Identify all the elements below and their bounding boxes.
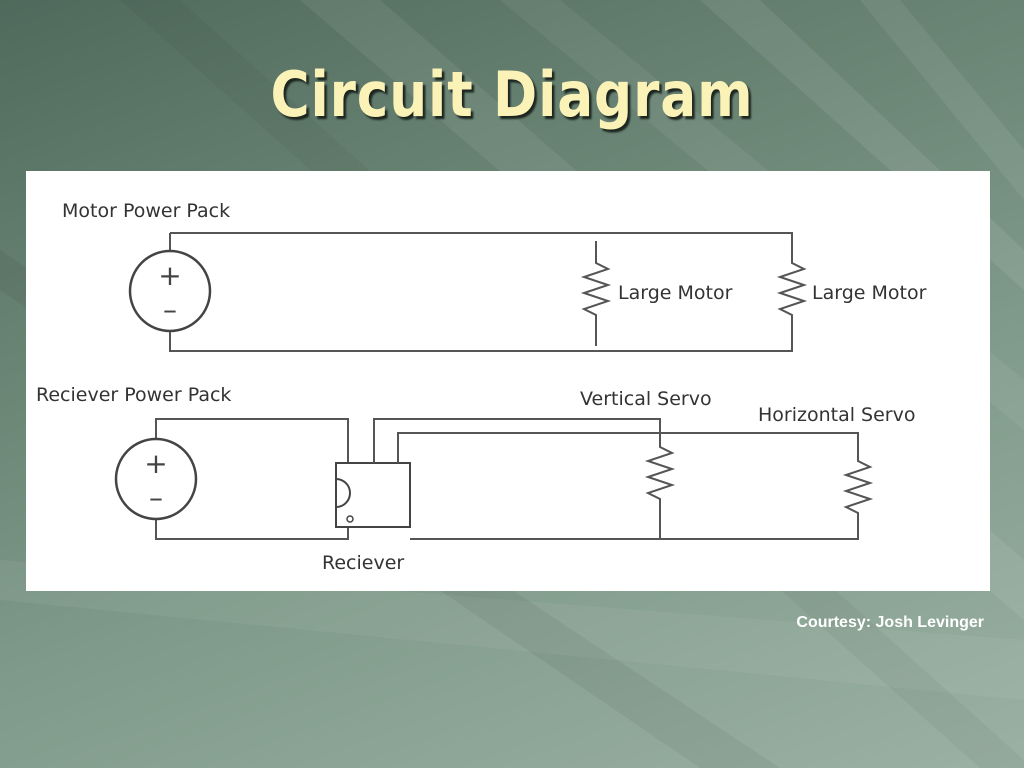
large-motor-2-resistor-icon: [776, 256, 808, 323]
circuit-diagram: Motor Power Pack + – Large Motor Large M…: [26, 171, 990, 591]
horizontal-servo-wire: [397, 432, 859, 463]
svg-text:–: –: [163, 293, 177, 326]
motor-circuit-bottom-wire: [169, 323, 793, 352]
large-motor-2-label: Large Motor: [812, 282, 927, 304]
motor-circuit-top-wire: [169, 232, 793, 256]
receiver-power-pack-label: Reciever Power Pack: [36, 384, 231, 406]
svg-text:+: +: [144, 447, 167, 480]
receiver-label: Reciever: [322, 552, 404, 574]
horizontal-servo-label: Horizontal Servo: [758, 404, 915, 426]
large-motor-1-resistor-icon: [580, 257, 612, 321]
receiver-power-source-icon: + –: [114, 437, 198, 521]
courtesy-credit: Courtesy: Josh Levinger: [796, 614, 984, 631]
svg-text:+: +: [158, 259, 181, 292]
motor-power-pack-label: Motor Power Pack: [62, 200, 230, 222]
receiver-power-wire-top: [155, 418, 349, 463]
receiver-box-icon: [335, 462, 411, 528]
svg-text:–: –: [149, 481, 163, 514]
receiver-power-wire-bottom: [155, 519, 349, 540]
vertical-servo-resistor-icon: [644, 439, 676, 511]
vertical-servo-wire: [373, 418, 661, 463]
servo-common-wire: [410, 511, 859, 540]
horizontal-servo-resistor-icon: [842, 453, 874, 517]
large-motor-1-label: Large Motor: [618, 282, 733, 304]
vertical-servo-label: Vertical Servo: [580, 388, 712, 410]
slide-title: Circuit Diagram: [270, 58, 754, 131]
motor-power-source-icon: + –: [128, 249, 212, 333]
